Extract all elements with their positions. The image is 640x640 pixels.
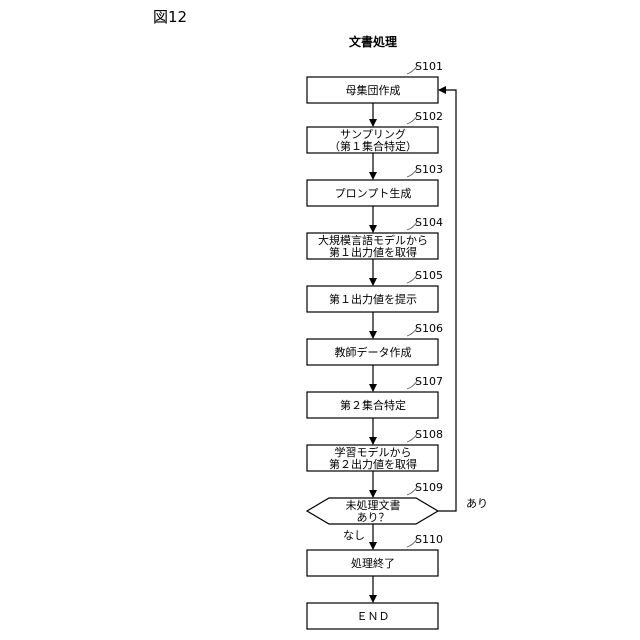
process-box-s108-text: 第２出力値を取得: [329, 457, 417, 471]
process-box-s105-text: 第１出力値を提示: [329, 292, 417, 306]
process-box-s106-text: 教師データ作成: [335, 345, 412, 359]
process-box-s108-text: 学習モデルから: [335, 445, 412, 459]
process-box-s104-text: 大規模言語モデルから: [318, 233, 428, 247]
step-s106-code: S106: [415, 322, 443, 335]
decision-box-s109-text: 未処理文書: [346, 498, 401, 512]
decision-box-s109-text: あり？: [357, 511, 390, 524]
step-s103-code: S103: [415, 163, 443, 176]
step-s101-code: S101: [415, 60, 443, 73]
process-box-s110-text: 処理終了: [351, 556, 395, 570]
process-box-s102-text: サンプリング: [340, 127, 406, 141]
end-box-text: ＥＮＤ: [357, 610, 390, 623]
process-box-s102-text: （第１集合特定）: [329, 139, 417, 153]
no-branch-label: なし: [343, 529, 365, 542]
step-s110-code: S110: [415, 533, 443, 546]
process-box-s104-text: 第１出力値を取得: [329, 245, 417, 259]
step-s105-code: S105: [415, 269, 443, 282]
process-box-s101-text: 母集団作成: [346, 83, 401, 97]
step-s104-code: S104: [415, 216, 443, 229]
step-s109-code: S109: [415, 481, 443, 494]
process-box-s103-text: プロンプト生成: [335, 186, 412, 200]
step-s107-code: S107: [415, 375, 443, 388]
yes-branch-label: あり: [466, 497, 488, 510]
loop-back-arrow: [438, 90, 456, 511]
step-s102-code: S102: [415, 110, 443, 123]
process-box-s107-text: 第２集合特定: [340, 398, 406, 412]
step-s108-code: S108: [415, 428, 443, 441]
